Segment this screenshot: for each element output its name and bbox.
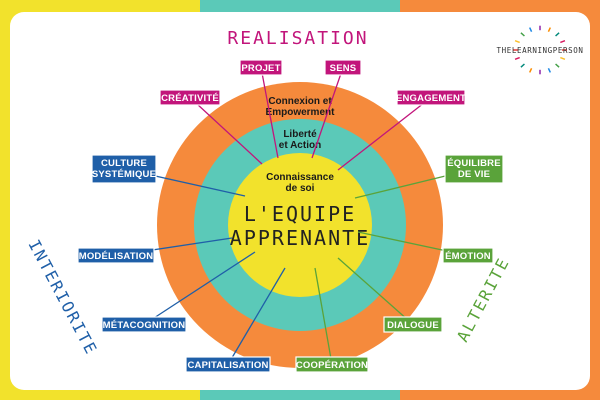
tag-sens: SENS xyxy=(311,59,362,159)
tag-label-projet: PROJET xyxy=(241,63,280,74)
brand-ray xyxy=(547,27,552,33)
brand-ray xyxy=(555,32,560,37)
tag-box-sens xyxy=(324,59,362,76)
label-realisation: REALISATION xyxy=(227,28,368,49)
tag-box-engagement xyxy=(396,89,466,106)
tag-box-dialogue xyxy=(383,316,443,333)
tag-box-modelisation xyxy=(77,247,155,264)
brand-ray xyxy=(547,67,552,73)
connector-sens xyxy=(311,67,344,159)
tag-label-cooperation: COOPÉRATION xyxy=(296,360,368,371)
tag-label-capitalisation: CAPITALISATION xyxy=(187,360,268,371)
tag-label-emotion: ÉMOTION xyxy=(445,251,491,262)
connector-projet xyxy=(260,67,279,159)
brand-ray xyxy=(520,63,525,68)
tag-box-cooperation xyxy=(295,356,369,373)
brand-name: THELEARNINGPERSON xyxy=(497,46,584,55)
brand-ray xyxy=(520,32,525,37)
tag-label-modelisation: MODÉLISATION xyxy=(79,251,154,262)
tag-box-culture xyxy=(91,154,157,184)
tag-label-engagement: ENGAGEMENT xyxy=(396,93,466,104)
brand-ray xyxy=(560,39,566,44)
tag-engagement: ENGAGEMENT xyxy=(337,89,466,171)
connector-capitalisation xyxy=(227,267,286,365)
brand-ray xyxy=(528,67,533,73)
tag-box-creativite xyxy=(159,89,221,106)
tag-box-projet xyxy=(239,59,283,76)
tag-box-metacognition xyxy=(101,316,187,333)
tag-emotion: ÉMOTION xyxy=(357,231,494,264)
brand-logo: THELEARNINGPERSON xyxy=(497,25,584,75)
connector-metacognition xyxy=(143,251,256,326)
brand-ray xyxy=(555,63,560,68)
label-alterite: ALTERITE xyxy=(453,254,513,345)
connector-cooperation xyxy=(314,267,333,365)
tag-label-creativite: CRÉATIVITÉ xyxy=(161,93,219,104)
brand-ray xyxy=(514,56,520,61)
connector-dialogue xyxy=(337,257,414,325)
tag-label-dialogue: DIALOGUE xyxy=(387,320,439,331)
brand-ray xyxy=(528,27,533,33)
tag-box-capitalisation xyxy=(185,356,271,373)
tag-modelisation: MODÉLISATION xyxy=(77,237,233,264)
ring-core xyxy=(228,153,372,297)
connector-creativite xyxy=(189,97,263,165)
tag-cooperation: COOPÉRATION xyxy=(295,267,369,373)
connector-engagement xyxy=(337,96,432,171)
tag-creativite: CRÉATIVITÉ xyxy=(159,89,263,165)
tag-label-metacognition: MÉTACOGNITION xyxy=(103,320,186,331)
tag-projet: PROJET xyxy=(239,59,283,159)
tag-metacognition: MÉTACOGNITION xyxy=(101,251,256,333)
tag-dialogue: DIALOGUE xyxy=(337,257,443,333)
tag-box-equilibre xyxy=(444,154,504,184)
tag-label-sens: SENS xyxy=(330,63,357,74)
tag-capitalisation: CAPITALISATION xyxy=(185,267,286,373)
brand-ray xyxy=(514,39,520,44)
tag-box-emotion xyxy=(442,247,494,264)
brand-ray xyxy=(560,56,566,61)
